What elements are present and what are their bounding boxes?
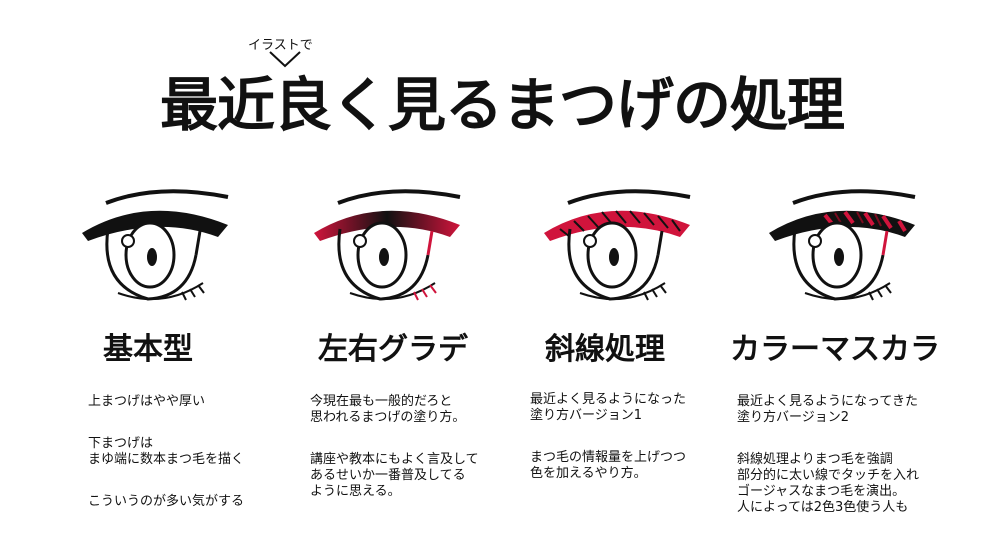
page-title: 最近良く見るまつげの処理	[160, 71, 845, 139]
description-paragraph: 下まつげは まゆ端に数本まつ毛を描く	[88, 436, 245, 467]
description-paragraph: 最近よく見るようになってきた 塗り方バージョン2	[737, 394, 918, 425]
description-paragraph: 今現在最も一般的だろと 思われるまつげの塗り方。	[310, 394, 466, 425]
description-paragraph: 斜線処理よりまつ毛を強調 部分的に太い線でタッチを入れ ゴージャスなまつ毛を演出…	[737, 452, 920, 515]
description-paragraph: こういうのが多い気がする	[88, 494, 245, 509]
description-paragraph: まつ毛の情報量を上げつつ 色を加えるやり方。	[530, 450, 687, 481]
column-title-gradient: 左右グラデ	[318, 332, 468, 367]
column-title-color-mascara: カラーマスカラ	[730, 332, 940, 367]
column-title-basic: 基本型	[103, 332, 193, 367]
eye-illustration-hatching	[540, 185, 700, 310]
description-paragraph: 上まつげはやや厚い	[88, 394, 206, 409]
description-paragraph: 最近よく見るようになった 塗り方バージョン1	[530, 392, 687, 423]
column-description-hatching: 最近よく見るようになった 塗り方バージョン1 まつ毛の情報量を上げつつ 色を加え…	[530, 376, 730, 508]
column-title-hatching: 斜線処理	[545, 332, 665, 367]
insertion-caret-mark	[269, 51, 301, 68]
eye-illustration-color-mascara	[765, 185, 925, 310]
description-paragraph: 講座や教本にもよく言及して あるせいか一番普及してる ように思える。	[310, 452, 479, 499]
column-description-gradient: 今現在最も一般的だろと 思われるまつげの塗り方。 講座や教本にもよく言及して あ…	[310, 378, 520, 526]
eye-illustration-gradient	[310, 185, 470, 310]
column-description-basic: 上まつげはやや厚い 下まつげは まゆ端に数本まつ毛を描く こういうのが多い気がす…	[88, 378, 298, 536]
title-annotation: イラストで	[248, 38, 313, 53]
eye-illustration-basic	[78, 185, 238, 310]
column-description-color-mascara: 最近よく見るようになってきた 塗り方バージョン2 斜線処理よりまつ毛を強調 部分…	[737, 378, 987, 542]
